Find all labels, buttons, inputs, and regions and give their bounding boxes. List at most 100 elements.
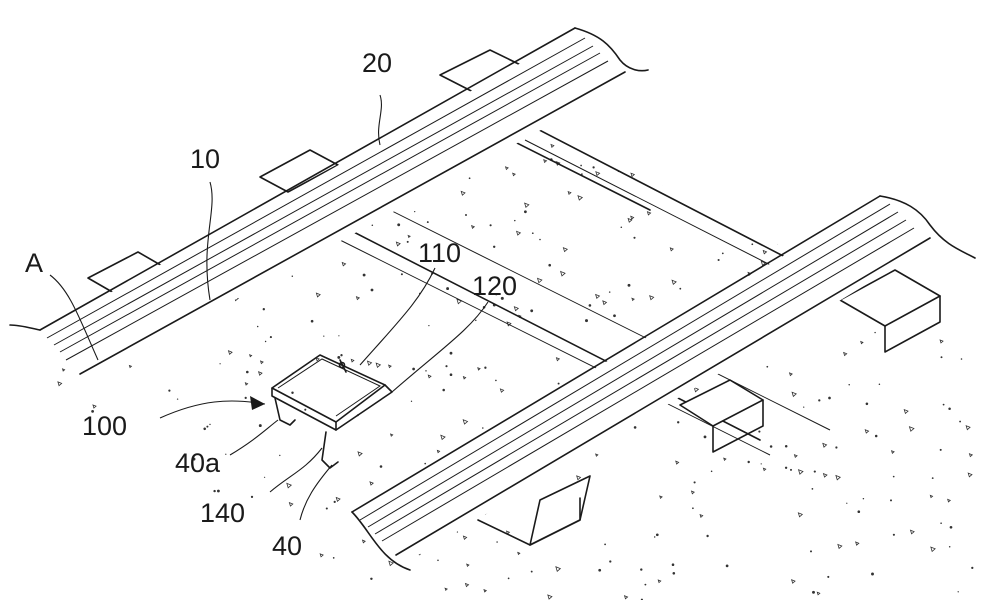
ballast-speck	[644, 584, 646, 586]
ballast-speck	[517, 231, 521, 235]
ballast-speck	[959, 421, 961, 423]
ballast-speck	[966, 266, 969, 269]
ballast-speck	[478, 368, 480, 370]
ballast-speck	[256, 541, 258, 543]
ballast-speck	[500, 389, 503, 392]
ballast-speck	[490, 224, 492, 226]
ballast-speck	[142, 194, 143, 195]
ballast-speck	[189, 101, 193, 105]
ballast-speck	[654, 536, 655, 537]
ballast-speck	[812, 488, 814, 490]
ballast-speck	[940, 340, 943, 343]
ballast-speck	[437, 450, 439, 452]
ballast-speck	[838, 544, 842, 548]
ballast-speck	[911, 530, 915, 534]
ballast-speck	[930, 495, 932, 497]
ballast-speck	[161, 229, 163, 231]
ballast-speck	[69, 121, 73, 125]
ballast-speck	[770, 445, 773, 448]
ballast-speck	[265, 341, 266, 342]
ballast-speck	[650, 296, 654, 300]
ballast-speck	[558, 383, 560, 385]
ballast-speck	[966, 426, 970, 430]
ballast-speck	[814, 471, 816, 473]
ballast-speck	[181, 108, 185, 112]
ballast-speck	[362, 111, 365, 114]
ballast-speck	[959, 101, 961, 103]
ballast-speck	[358, 452, 362, 456]
ballast-speck	[372, 225, 374, 227]
ballast-speck	[437, 560, 439, 562]
ballast-speck	[359, 108, 362, 111]
ballast-speck	[823, 443, 827, 447]
ballast-speck	[221, 569, 225, 573]
ballast-speck	[202, 185, 204, 187]
rail-top	[10, 28, 648, 380]
ballast-speck	[598, 569, 601, 572]
ballast-speck	[316, 293, 320, 297]
ballast-speck	[763, 251, 766, 254]
ballast-speck	[596, 295, 600, 299]
ballast-speck	[116, 137, 118, 139]
ballast-speck	[538, 278, 542, 282]
ballast-speck	[259, 372, 262, 375]
ballast-speck	[940, 449, 942, 451]
ballast-speck	[580, 165, 582, 167]
ballast-speck	[866, 164, 868, 166]
ballast-speck	[326, 507, 328, 509]
ballast-speck	[656, 533, 659, 536]
ballast-speck	[209, 567, 212, 570]
ballast-speck	[48, 255, 50, 257]
ballast-speck	[334, 501, 336, 503]
ballast-speck	[817, 592, 820, 595]
ballast-speck	[34, 351, 36, 353]
ballast-speck	[932, 252, 936, 256]
ballast-speck	[672, 563, 675, 566]
ballast-speck	[191, 592, 193, 594]
ballast-speck	[761, 463, 762, 464]
label-140: 140	[200, 498, 245, 528]
ballast-speck	[592, 166, 594, 168]
ballast-speck	[338, 335, 339, 336]
ballast-speck	[948, 499, 951, 502]
ballast-speck	[217, 490, 220, 493]
ballast-speck	[263, 308, 265, 310]
ballast-speck	[107, 171, 109, 173]
ballast-speck	[803, 406, 804, 407]
ballast-speck	[292, 276, 293, 277]
ballast-speck	[251, 496, 253, 498]
ballast-bed	[30, 99, 980, 600]
ballast-speck	[871, 573, 874, 576]
ballast-speck	[603, 301, 607, 305]
ballast-speck	[799, 470, 803, 474]
ballast-speck	[633, 237, 635, 239]
ballast-speck	[389, 561, 393, 565]
ballast-speck	[213, 490, 215, 492]
ballast-speck	[969, 454, 972, 457]
ballast-speck	[708, 140, 711, 143]
ballast-speck	[42, 114, 45, 117]
ballast-speck	[77, 101, 78, 102]
ballast-speck	[949, 546, 951, 548]
ballast-speck	[131, 585, 134, 588]
ballast-speck	[261, 361, 264, 364]
ballast-speck	[532, 232, 534, 234]
ballast-speck	[917, 100, 919, 102]
ballast-speck	[199, 100, 202, 103]
ballast-speck	[679, 288, 681, 290]
ballast-speck	[879, 383, 881, 385]
ballast-speck	[966, 309, 968, 311]
ballast-speck	[577, 476, 581, 480]
ballast-speck	[287, 483, 291, 487]
ballast-speck	[170, 560, 172, 562]
ballast-speck	[604, 544, 606, 546]
ballast-speck	[163, 249, 167, 253]
ballast-speck	[677, 421, 679, 423]
ballast-speck	[798, 513, 802, 517]
ballast-speck	[396, 242, 400, 246]
ballast-speck	[270, 336, 272, 338]
ballast-speck	[37, 479, 40, 482]
ballast-speck	[103, 540, 104, 541]
ballast-speck	[647, 212, 650, 215]
ballast-speck	[83, 460, 85, 462]
